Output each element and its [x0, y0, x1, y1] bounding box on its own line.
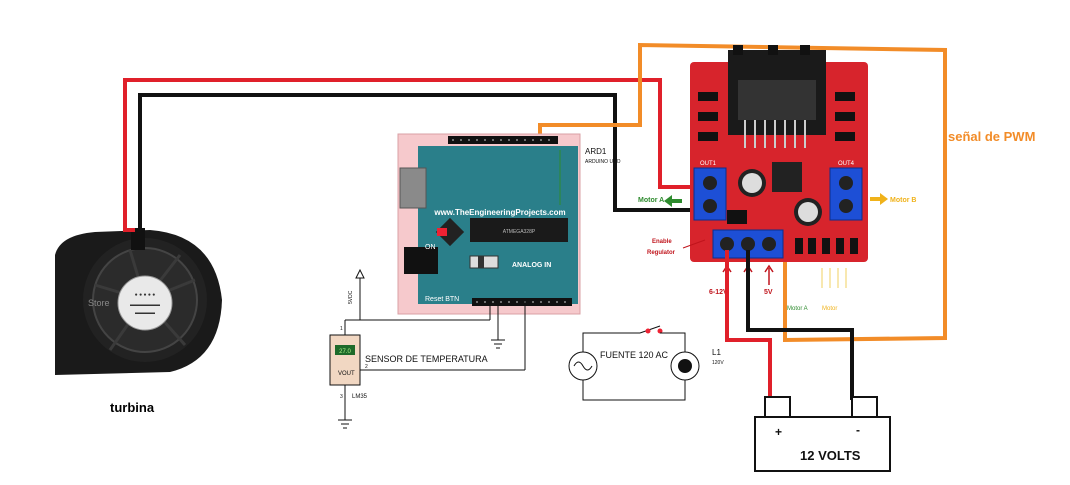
enable-label-1: Enable [652, 239, 672, 245]
lamp-volt: 120V [712, 360, 724, 366]
sensor-pin3: 3 [340, 394, 343, 400]
svg-text:▬▬▬▬: ▬▬▬▬ [135, 310, 155, 316]
sensor-pin1: 1 [340, 326, 343, 332]
sensor-part: LM35 [352, 394, 368, 400]
wire-battery-red [725, 250, 772, 400]
sensor-pin2: 2 [365, 364, 368, 370]
enable-pointer [682, 239, 706, 249]
wire-pwm-orange [538, 42, 947, 343]
motor-b-arrows [821, 268, 847, 288]
sensor-display: 27.0 [339, 349, 351, 355]
motor-b-arrow [870, 193, 888, 205]
battery-minus: - [856, 423, 860, 437]
motor-a-arrow [664, 195, 682, 207]
arduino-board: ATMEGA328P ON www.TheEngineeringProjects… [397, 133, 621, 315]
battery-label: 12 VOLTS [800, 448, 861, 463]
motor-a-pins-label: Motor A [787, 306, 808, 312]
out4-label: OUT4 [838, 161, 855, 167]
sensor-vout: VOUT [338, 371, 355, 377]
battery-plus: + [775, 425, 782, 439]
svg-text:▬▬▬▬▬▬: ▬▬▬▬▬▬ [130, 302, 160, 308]
svg-text:● ● ● ● ●: ● ● ● ● ● [135, 292, 156, 298]
out1-label: OUT1 [700, 161, 717, 167]
turbine-label: turbina [110, 400, 155, 415]
sensor-title: SENSOR DE TEMPERATURA [365, 354, 488, 364]
pwm-label: señal de PWM [948, 129, 1035, 144]
arduino-sub: ARDUINO UNO [585, 159, 621, 165]
fan-watermark: Store [88, 298, 110, 308]
blower-fan: ● ● ● ● ● ▬▬▬▬▬▬ ▬▬▬▬ Store [55, 228, 222, 375]
motor-b-pins-label: Motor [822, 306, 837, 312]
reset-label: Reset BTN [425, 296, 459, 303]
svg-text:ATMEGA328P: ATMEGA328P [503, 229, 536, 235]
wire-fan-red [123, 78, 705, 232]
enable-label-2: Regulator [647, 250, 676, 256]
wire-fan-black [138, 93, 705, 230]
supply-5v-label: 5VDC [348, 290, 354, 304]
l298n-driver: OUT1 OUT4 [690, 45, 868, 262]
analog-in-label: ANALOG IN [512, 262, 551, 269]
arduino-website: www.TheEngineeringProjects.com [433, 208, 565, 217]
wire-battery-black [746, 250, 854, 400]
temperature-sensor: 5VDC 27.0 VOUT SENSOR DE TEMPERATURA 1 2… [329, 268, 526, 429]
v5-label: 5V [764, 289, 773, 296]
arduino-ref: ARD1 [585, 147, 607, 156]
battery-12v: + - 12 VOLTS [754, 396, 891, 472]
ac-circuit: FUENTE 120 AC L1 120V [568, 325, 724, 401]
motor-a-label: Motor A [638, 197, 664, 204]
lamp-ref: L1 [712, 348, 721, 357]
motor-b-label: Motor B [890, 197, 916, 204]
v-range-label: 6-12V [709, 289, 728, 296]
ac-source-label: FUENTE 120 AC [600, 350, 669, 360]
on-led-label: ON [425, 244, 436, 251]
